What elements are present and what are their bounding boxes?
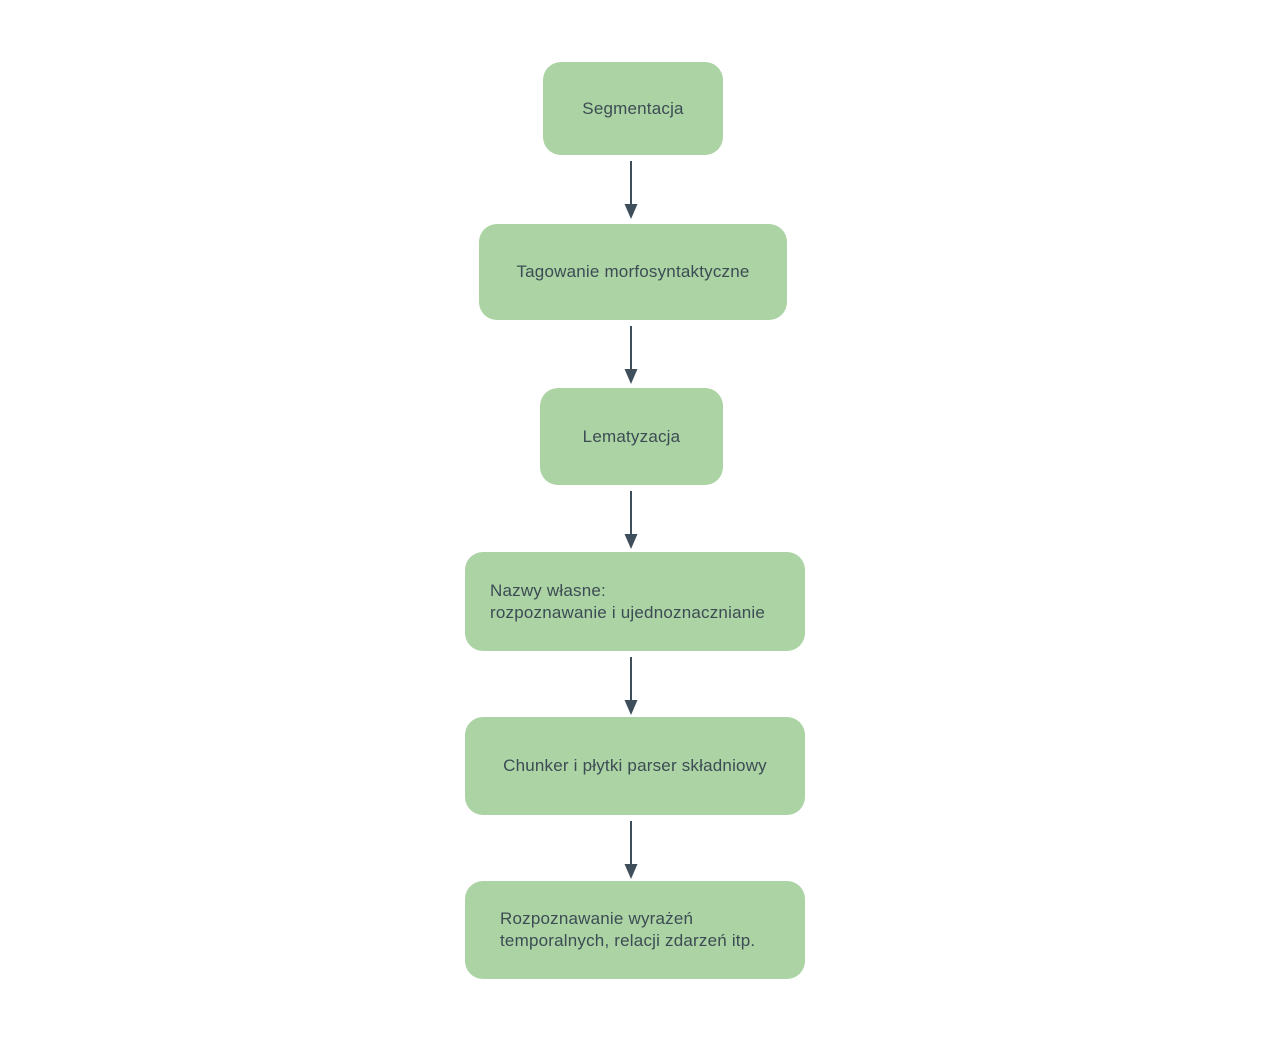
- down-arrow-icon: [624, 821, 638, 879]
- node-label: Lematyzacja: [582, 426, 681, 446]
- flowchart-node-rozpoznawanie-wyrazen: Rozpoznawanie wyrażeń temporalnych, rela…: [465, 881, 805, 979]
- flowchart-node-tagowanie: Tagowanie morfosyntaktyczne: [479, 224, 787, 320]
- node-label-line: temporalnych, relacji zdarzeń itp.: [500, 931, 756, 950]
- flowchart-node-segmentacja: Segmentacja: [543, 62, 723, 155]
- down-arrow-icon: [624, 491, 638, 549]
- down-arrow-icon: [624, 326, 638, 384]
- down-arrow-icon: [624, 657, 638, 715]
- node-label-line: Rozpoznawanie wyrażeń: [500, 909, 694, 928]
- flowchart-node-nazwy-wlasne: Nazwy własne: rozpoznawanie i ujednoznac…: [465, 552, 805, 651]
- flowchart-node-chunker: Chunker i płytki parser składniowy: [465, 717, 805, 815]
- down-arrow-icon: [624, 161, 638, 219]
- flowchart-node-lematyzacja: Lematyzacja: [540, 388, 723, 485]
- node-label: Segmentacja: [582, 98, 684, 118]
- node-label: Chunker i płytki parser składniowy: [503, 756, 767, 775]
- node-label-line: rozpoznawanie i ujednoznacznianie: [490, 602, 766, 622]
- node-label-line: Nazwy własne:: [490, 580, 606, 600]
- node-label: Tagowanie morfosyntaktyczne: [516, 262, 750, 281]
